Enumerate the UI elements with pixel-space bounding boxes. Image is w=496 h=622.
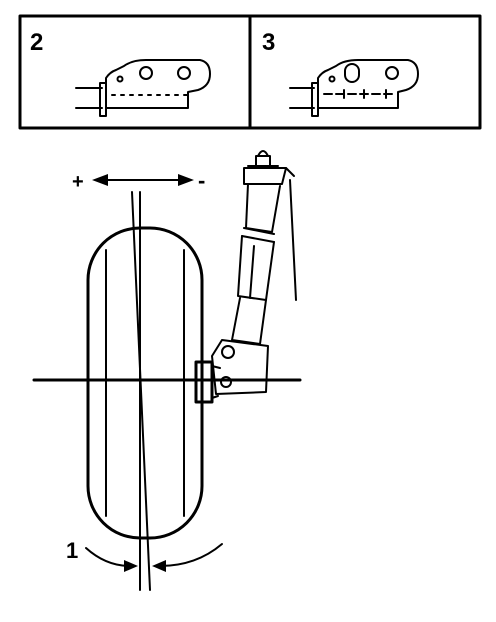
callout-arrow-left [124,560,138,572]
camber-angle-callout: 1 [66,538,223,572]
detail-panels: 2 3 [18,14,482,130]
arrow-head-right [178,174,194,186]
arrow-head-left [92,174,108,186]
tyre-outline [86,226,204,540]
bracket-standard-icon [75,59,211,117]
bracket-slotted-icon [289,59,419,117]
callout-arrow-right [152,560,166,572]
adjustment-arrow: + - [72,168,205,193]
plus-label: + [72,171,84,193]
callout-label-1: 1 [66,538,78,563]
detail-panel-3: 3 [262,29,419,117]
minus-label: - [198,168,205,193]
camber-illustration: + - [32,150,302,591]
wheel-icon [86,226,204,540]
wheel-tilt-line [131,191,151,591]
detail-panel-2: 2 [30,29,211,117]
panel-3-label: 3 [262,29,275,56]
strut-icon [194,150,297,404]
panel-2-label: 2 [30,29,43,56]
